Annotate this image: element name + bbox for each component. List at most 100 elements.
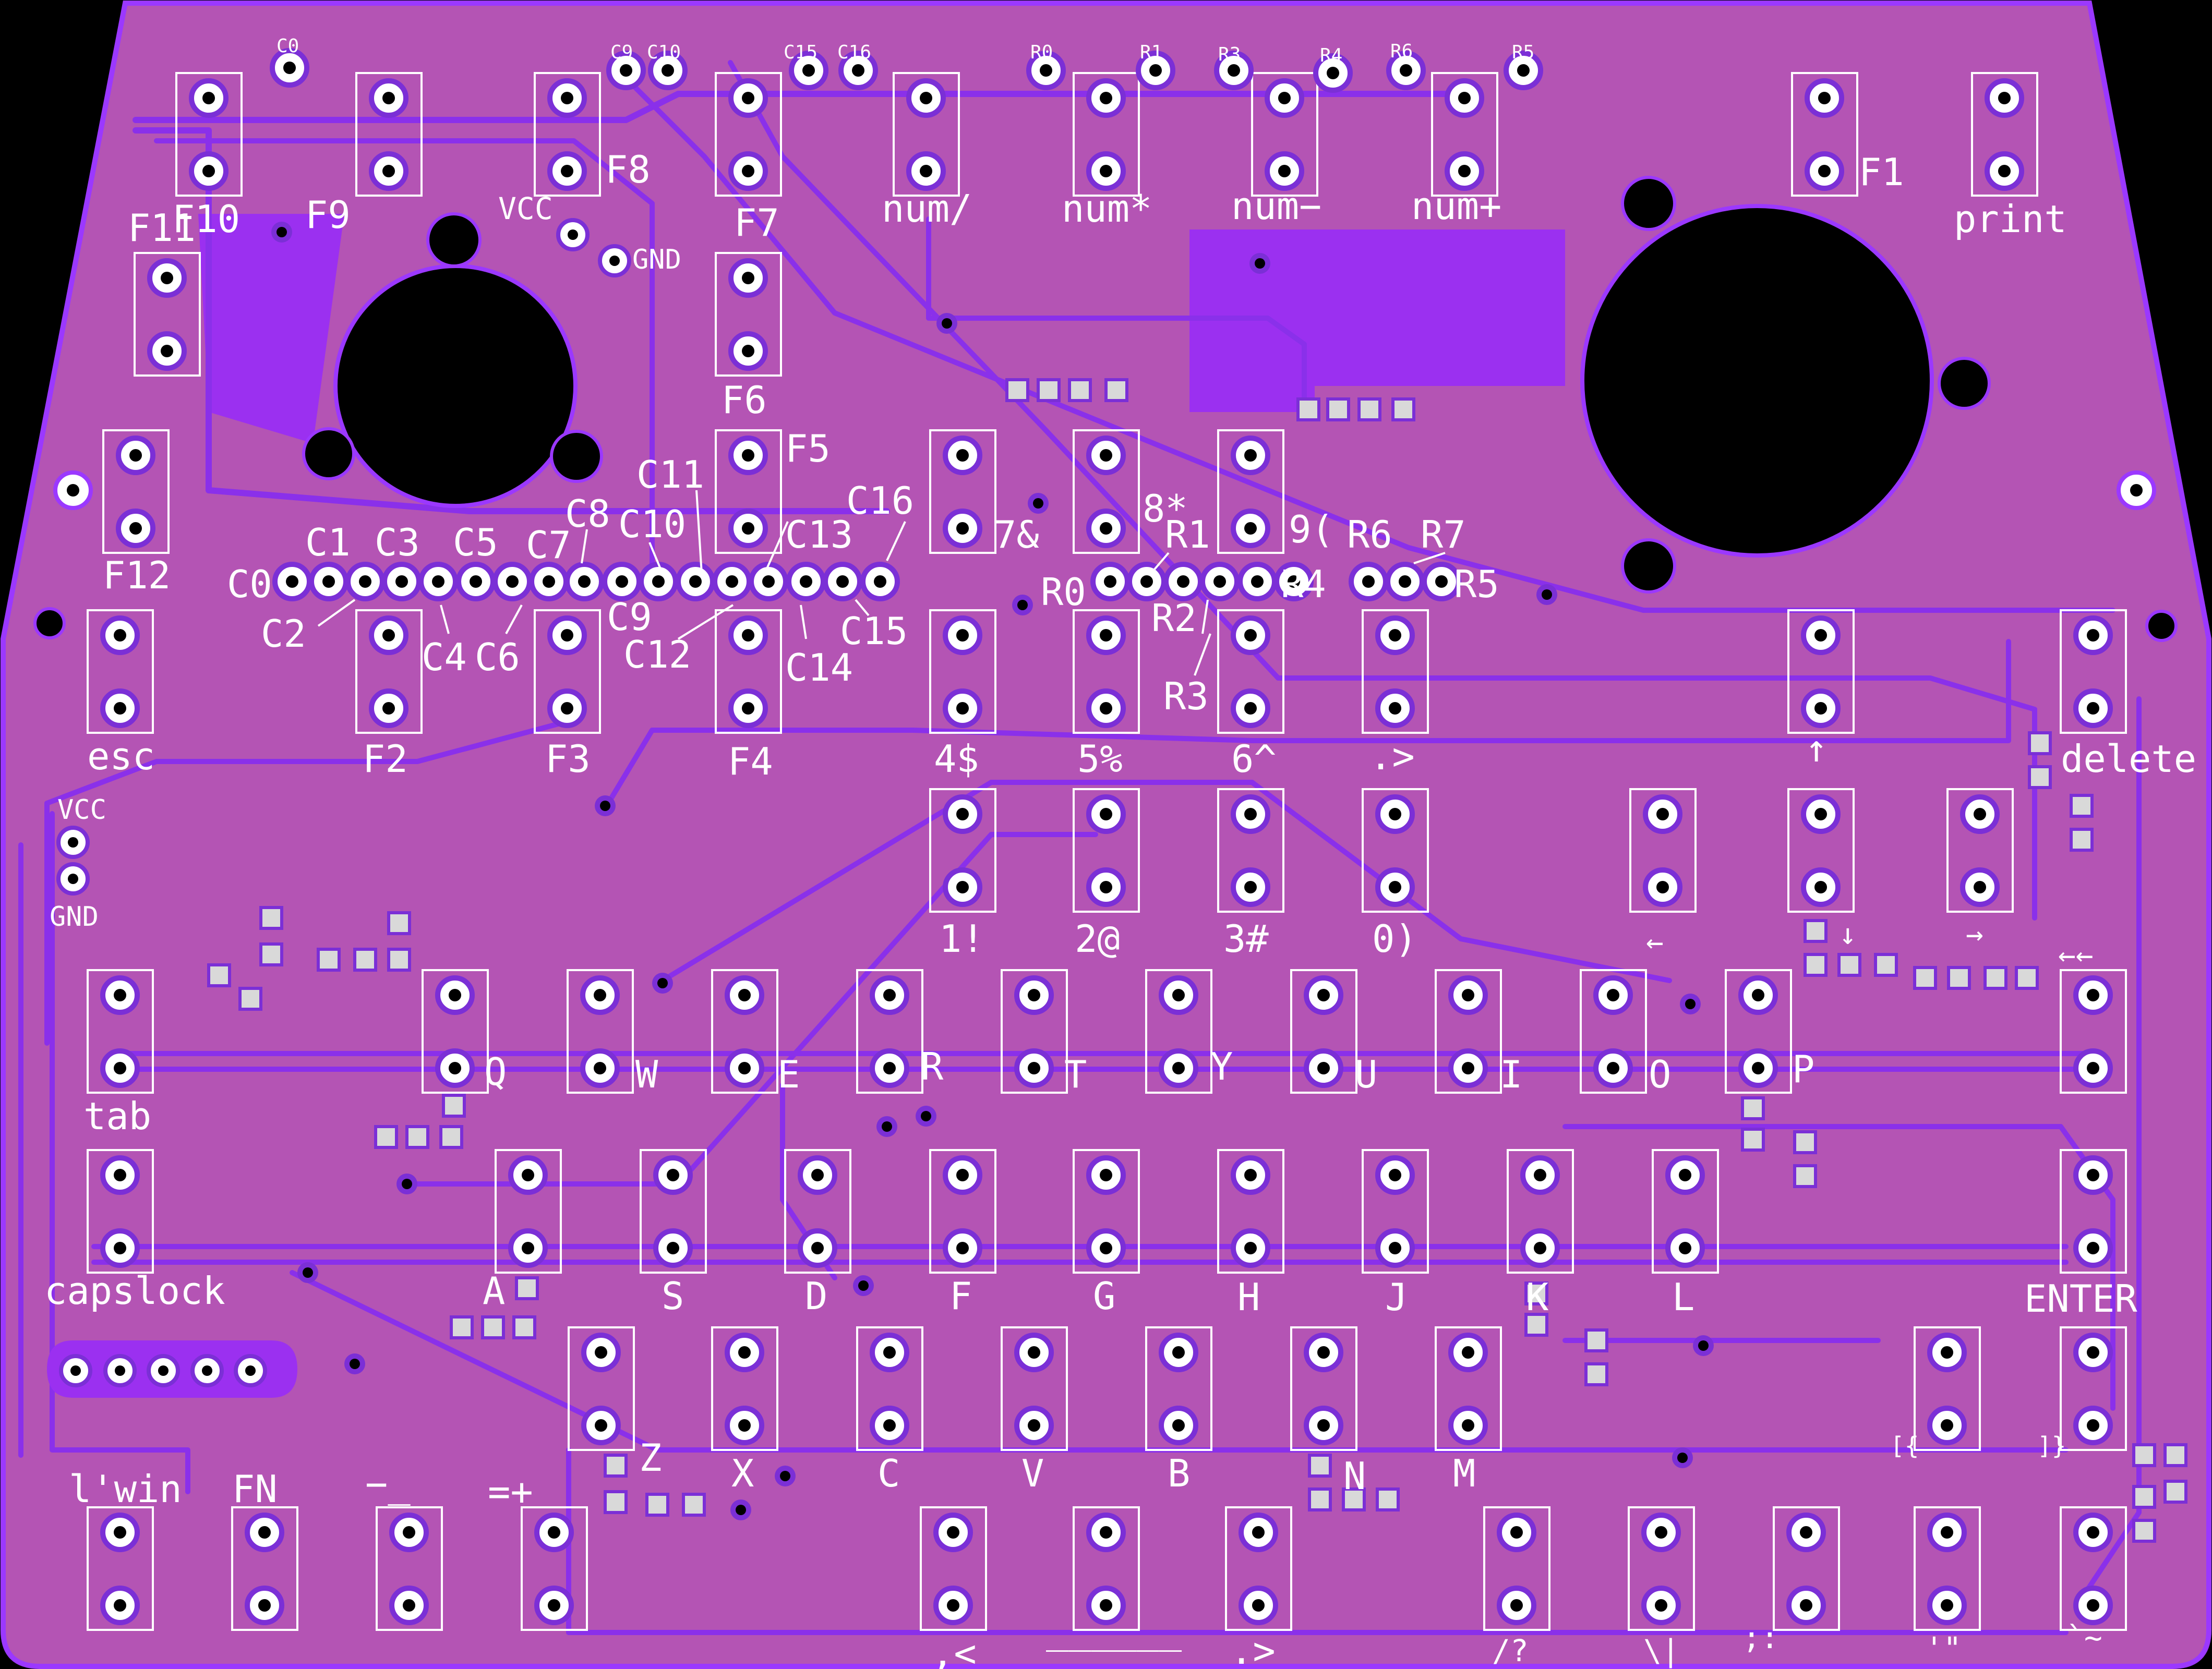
- switch-outline: [1073, 72, 1140, 197]
- key-label-t: T: [1064, 1053, 1087, 1096]
- switch-drill: [920, 165, 932, 177]
- smd-pad: [1376, 1487, 1400, 1511]
- header-label-c5: C5: [453, 521, 498, 564]
- switch-footprint: [1362, 1149, 1429, 1274]
- key-label-q: Q: [484, 1050, 507, 1094]
- key-label-grave: `~: [2066, 1620, 2102, 1655]
- switch-drill: [1389, 881, 1401, 893]
- switch-drill: [161, 345, 173, 357]
- switch-outline: [1225, 1506, 1292, 1631]
- top-pad-drill: [852, 64, 864, 77]
- switch-drill: [742, 92, 754, 104]
- switch-outline: [355, 72, 423, 197]
- via-drill: [942, 318, 952, 329]
- switch-drill: [2087, 629, 2099, 642]
- key-label-f11: F11: [128, 206, 196, 250]
- key-label-num-div: num/: [882, 187, 972, 231]
- switch-footprint: [715, 609, 782, 734]
- switch-drill: [2087, 1526, 2099, 1539]
- via-drill: [303, 1267, 313, 1278]
- switch-outline: [715, 609, 782, 734]
- key-label-period: .>: [1230, 1629, 1276, 1669]
- header-label-r2: R2: [1151, 596, 1197, 640]
- switch-drill: [2087, 1169, 2099, 1181]
- switch-drill: [1655, 1526, 1667, 1539]
- header-label-c7: C7: [526, 523, 571, 567]
- switch-outline: [640, 1149, 707, 1274]
- header-pin-r-drill: [1288, 575, 1300, 588]
- via-drill: [780, 1471, 790, 1481]
- smd-pad: [2132, 1519, 2156, 1543]
- key-label-e: E: [777, 1053, 800, 1096]
- switch-footprint: [1787, 788, 1855, 913]
- header-label-r0: R0: [1041, 570, 1086, 614]
- key-labels: F10 F9 F8 F7 F6 F5 F11 F12 F1 print num/…: [44, 148, 2196, 1669]
- smd-pad: [1342, 1487, 1366, 1511]
- switch-footprint: [856, 969, 923, 1094]
- switch-outline: [534, 72, 601, 197]
- key-label-delete: delete: [2061, 737, 2196, 781]
- switch-drill: [561, 629, 573, 642]
- smd-pad: [1357, 397, 1381, 421]
- header-pin-r-drill: [1140, 575, 1153, 588]
- switch-drill: [956, 881, 969, 893]
- switch-footprint: [1290, 1326, 1357, 1451]
- switch-outline: [87, 609, 154, 734]
- switch-drill: [1389, 629, 1401, 642]
- switch-outline: [856, 969, 923, 1094]
- switch-drill: [956, 702, 969, 715]
- switch-outline: [1725, 969, 1792, 1094]
- header-pin-r-drill: [1177, 575, 1189, 588]
- switch-drill: [2087, 702, 2099, 715]
- switch-footprint: [929, 1149, 996, 1274]
- switch-drill: [1752, 1062, 1764, 1074]
- key-label-6: 6^: [1231, 737, 1277, 781]
- switch-outline: [1483, 1506, 1550, 1631]
- top-pad-drill: [1149, 64, 1162, 77]
- via-drill: [921, 1111, 931, 1121]
- switch-drill: [1534, 1242, 1546, 1254]
- switch-drill: [258, 1599, 271, 1612]
- smd-pad: [1296, 397, 1320, 421]
- switch-outline: [1251, 72, 1318, 197]
- switch-footprint: [1073, 788, 1140, 913]
- smd-pad: [1308, 1454, 1332, 1478]
- switch-footprint: [1073, 72, 1140, 197]
- switch-footprint: [87, 1506, 154, 1631]
- switch-drill: [1974, 881, 1986, 893]
- switch-drill: [2087, 1062, 2099, 1074]
- key-label-o: O: [1649, 1053, 1671, 1096]
- mounting-hole-right: [1580, 204, 1934, 558]
- switch-drill: [1389, 1242, 1401, 1254]
- key-label-f5: F5: [785, 427, 831, 470]
- switch-drill: [1458, 165, 1471, 177]
- switch-drill: [1389, 808, 1401, 820]
- pad-label-r1: R1: [1140, 42, 1162, 63]
- smd-pad: [259, 906, 283, 930]
- header-pin-r-drill: [1435, 575, 1448, 588]
- switch-footprint: [1290, 969, 1357, 1094]
- switch-outline: [856, 1326, 923, 1451]
- key-label-space: ______: [1046, 1608, 1182, 1652]
- switch-drill: [1752, 989, 1764, 1001]
- header-pin-c-drill: [616, 575, 628, 588]
- switch-drill: [738, 1346, 751, 1359]
- top-pad-drill: [1040, 64, 1052, 77]
- smd-pad: [387, 948, 411, 972]
- key-label-minus: −_: [365, 1462, 411, 1506]
- switch-outline: [355, 609, 423, 734]
- switch-drill: [594, 989, 606, 1001]
- header-label-c14: C14: [785, 646, 853, 690]
- switch-drill: [667, 1242, 679, 1254]
- header-pin-c-drill: [506, 575, 519, 588]
- switch-drill: [1679, 1242, 1691, 1254]
- switch-drill: [811, 1242, 824, 1254]
- switch-footprint: [711, 1326, 778, 1451]
- header-label-c0: C0: [227, 562, 272, 606]
- switch-drill: [522, 1242, 534, 1254]
- switch-footprint: [1073, 429, 1140, 554]
- header-labels: C0 C1 C2 C3 C4 C5 C6 C7 C8 C9 C10 C11 C1…: [227, 453, 1499, 718]
- switch-drill: [1100, 1526, 1112, 1539]
- header-label-c16: C16: [846, 479, 914, 523]
